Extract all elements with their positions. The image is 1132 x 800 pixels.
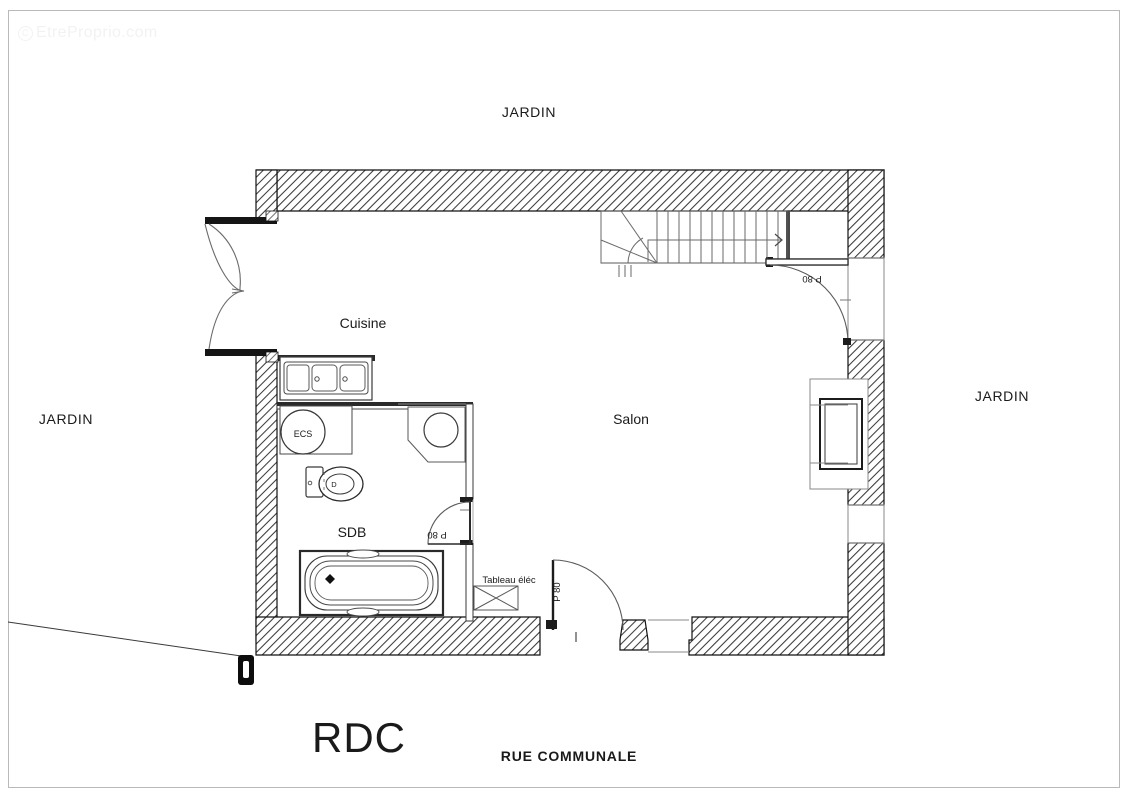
bathtub-drain	[325, 574, 335, 584]
door-label-sdb: P 80	[427, 529, 446, 540]
label-street: RUE COMMUNALE	[501, 748, 637, 764]
toilet-cistern-dot	[307, 480, 313, 486]
washbasin	[398, 403, 466, 463]
stair-direction-arrow	[774, 233, 783, 247]
label-jardin-west: JARDIN	[39, 411, 93, 427]
window-east-upper	[847, 257, 885, 341]
french-doors-west	[204, 210, 279, 363]
wall-south-left	[255, 616, 541, 656]
boundary-line	[7, 621, 249, 658]
stair-walkline	[647, 239, 781, 262]
stair-winders	[600, 210, 658, 264]
label-jardin-north: JARDIN	[502, 104, 556, 120]
fireplace	[809, 378, 869, 490]
stair-treads	[656, 211, 779, 263]
door-hinge-entry	[546, 620, 557, 629]
label-level-rdc: RDC	[312, 714, 406, 761]
partition-stair-east	[786, 211, 790, 263]
label-room-cuisine: Cuisine	[340, 315, 387, 331]
wall-east-top	[847, 169, 885, 259]
wall-south-pier	[619, 619, 649, 651]
door-entry: P 80	[546, 559, 624, 642]
partition-sdb-east-lower	[465, 542, 474, 622]
water-heater-tank	[280, 409, 326, 455]
wall-east-bottom	[847, 542, 885, 656]
water-heater-label: ECS	[294, 429, 313, 439]
door-swing-upper-b	[204, 223, 243, 292]
door-label-stair: P 80	[802, 273, 821, 284]
toilet-seat	[325, 473, 355, 495]
door-swing-stair	[769, 264, 849, 344]
bathtub-handle-top	[346, 549, 380, 559]
electrical-panel: Tableau éléc	[473, 575, 536, 611]
fireplace-inner	[824, 403, 858, 465]
plan-labels: JARDIN JARDIN JARDIN Cuisine Salon SDB R…	[39, 104, 1029, 764]
door-swing-upper	[208, 223, 241, 290]
door-leaf-upper	[205, 217, 277, 224]
staircase	[600, 210, 788, 277]
partition-sdb-north-fill	[277, 402, 473, 406]
copyright-icon: C	[18, 26, 33, 41]
door-meeting-point	[231, 288, 245, 294]
wall-north	[256, 169, 885, 212]
door-leaf-stair	[765, 258, 849, 266]
water-heater: ECS	[279, 405, 353, 455]
door-swing-lower	[208, 290, 243, 350]
south-window	[648, 619, 689, 653]
washbasin-bowl	[423, 412, 459, 448]
boundary	[7, 621, 254, 685]
toilet: D	[305, 466, 364, 502]
door-label-entry: P 80	[552, 582, 563, 601]
wall-west-lower	[255, 354, 278, 641]
label-room-salon: Salon	[613, 411, 649, 427]
stair-start-ticks	[618, 265, 632, 277]
bathtub-basin	[314, 565, 429, 601]
door-hinge-stair	[843, 338, 851, 345]
watermark-text: EtreProprio.com	[36, 24, 158, 41]
partition-sdb-east-upper	[465, 403, 474, 500]
boundary-post-inner	[243, 661, 249, 678]
door-swing-entry	[552, 559, 624, 631]
door-frame-upper	[265, 210, 279, 222]
label-jardin-east: JARDIN	[975, 388, 1029, 404]
electrical-panel-label: Tableau éléc	[482, 575, 536, 586]
label-room-sdb: SDB	[338, 524, 367, 540]
window-east-lower	[847, 504, 885, 544]
door-frame-lower	[265, 351, 279, 363]
door-stair: P 80	[765, 258, 851, 345]
kitchen-sink	[279, 356, 373, 401]
sink-drain-right	[342, 376, 348, 382]
sink-bowl-right	[339, 364, 366, 392]
page-frame	[8, 10, 1120, 788]
door-jamb-sdb-bottom	[460, 540, 473, 545]
sink-drain-left	[314, 376, 320, 382]
toilet-label: D	[331, 480, 337, 489]
bathtub	[298, 549, 445, 617]
exterior-walls	[255, 169, 885, 656]
door-sdb: P 80	[427, 501, 471, 545]
electrical-panel-cross-b	[473, 585, 519, 611]
door-leaf-lower	[205, 349, 277, 356]
door-jamb-sdb-top	[460, 497, 473, 502]
sink-bowl-left	[311, 364, 338, 392]
sink-drainboard	[286, 364, 310, 392]
bathtub-handle-bottom	[346, 607, 380, 617]
